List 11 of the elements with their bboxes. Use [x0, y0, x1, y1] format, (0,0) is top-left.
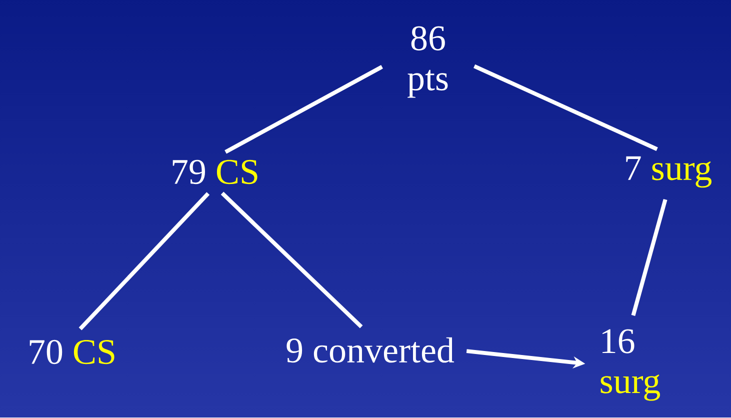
connector-line	[224, 65, 383, 154]
connector-line	[631, 198, 668, 316]
connector-line	[473, 64, 658, 151]
count-label: 7 surg	[626, 156, 712, 188]
connector-line	[220, 192, 363, 328]
count-label: 86 pts	[408, 26, 448, 98]
connector-line	[78, 192, 210, 330]
count-label: 9 converted	[286, 337, 454, 363]
count-label: 16 surg	[600, 329, 660, 401]
count-label: 79 CS	[172, 160, 258, 184]
count-label: 70 CS	[30, 340, 114, 364]
